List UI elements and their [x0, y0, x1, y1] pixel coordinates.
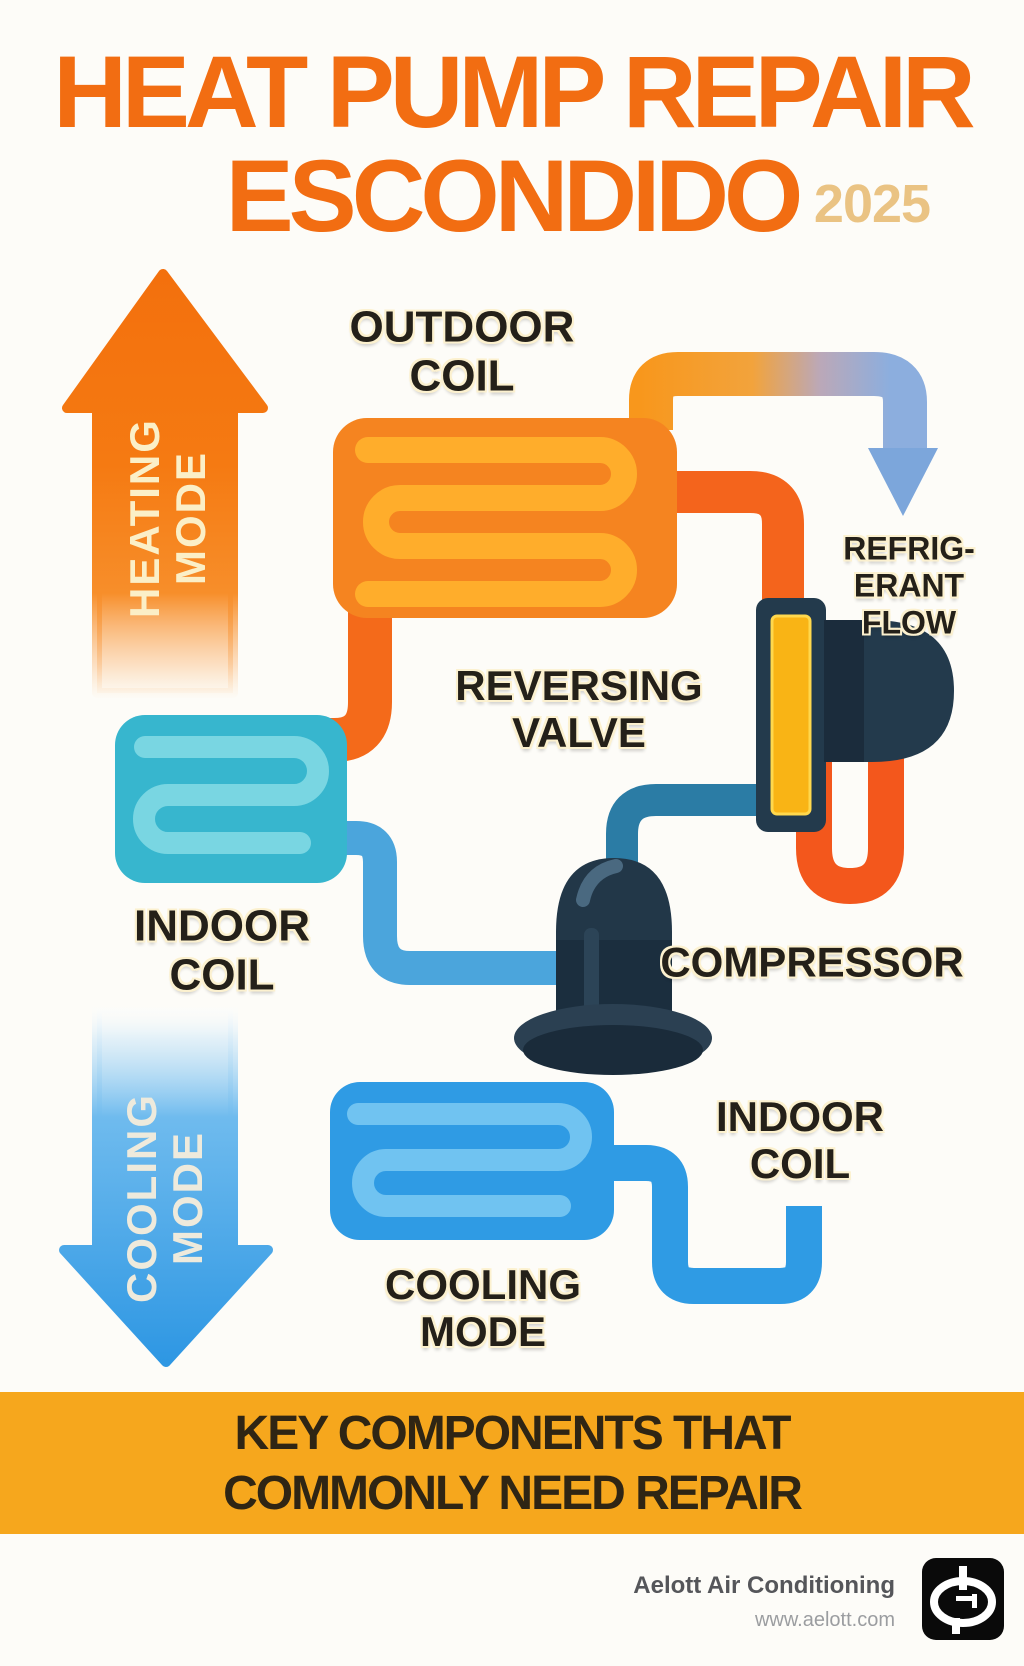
company-name: Aelott Air Conditioning — [633, 1572, 895, 1599]
compressor-highlight — [576, 859, 623, 907]
compressor-slot — [584, 928, 599, 1012]
banner-text: KEY COMPONENTS THAT COMMONLY NEED REPAIR — [0, 1392, 1024, 1524]
refrigerant-flow-label: REFRIG- ERANT FLOW — [843, 530, 975, 641]
refrigerant-flow-arrowhead — [868, 448, 938, 516]
pipe-indoor-to-compressor — [340, 821, 560, 985]
heating-mode-arrow — [62, 269, 268, 698]
cooling-coil-serpentine — [347, 1103, 592, 1217]
footer: Aelott Air Conditioning www.aelott.com — [633, 1572, 895, 1632]
outdoor-coil-shape — [333, 418, 677, 618]
title-line-1: HEAT PUMP REPAIR — [53, 35, 975, 149]
indoor-coil-left-label: INDOOR COIL — [134, 901, 310, 1000]
company-logo — [922, 1558, 1004, 1640]
pipe-cooling-coil-out — [604, 1145, 822, 1304]
indoor-coil-serpentine — [133, 736, 329, 854]
valve-solenoid-band — [824, 620, 864, 762]
outdoor-coil-label: OUTDOOR COIL — [349, 302, 575, 401]
cooling-mode-label: COOLING MODE — [385, 1260, 581, 1355]
banner-line-1: KEY COMPONENTS THAT — [234, 1407, 792, 1460]
compressor-label: COMPRESSOR — [660, 938, 964, 986]
pipe-valve-u-turn — [796, 758, 904, 905]
page-title: HEAT PUMP REPAIR ESCONDIDO — [0, 40, 1024, 248]
website-url: www.aelott.com — [754, 1609, 895, 1631]
outdoor-coil-serpentine — [355, 437, 637, 607]
title-year: 2025 — [813, 174, 931, 234]
banner-line-2: COMMONLY NEED REPAIR — [223, 1467, 803, 1520]
cooling-mode-arrow — [59, 1003, 273, 1367]
key-components-banner: KEY COMPONENTS THAT COMMONLY NEED REPAIR — [0, 1392, 1024, 1534]
reversing-valve-slider — [770, 614, 812, 816]
pipe-valve-to-compressor — [606, 784, 762, 874]
pipe-outdoor-to-valve — [670, 471, 804, 612]
heating-mode-text: HEATING MODE — [120, 418, 214, 618]
title-line-2: ESCONDIDO — [225, 139, 804, 253]
cooling-mode-text: COOLING MODE — [117, 1093, 211, 1303]
compressor-base-rim — [523, 1025, 703, 1075]
reversing-valve-label: REVERSING VALVE — [455, 661, 703, 756]
indoor-coil-right-label: INDOOR COIL — [716, 1092, 884, 1187]
pipe-refrigerant-gradient — [629, 352, 927, 452]
company-logo-monogram — [930, 1566, 996, 1634]
